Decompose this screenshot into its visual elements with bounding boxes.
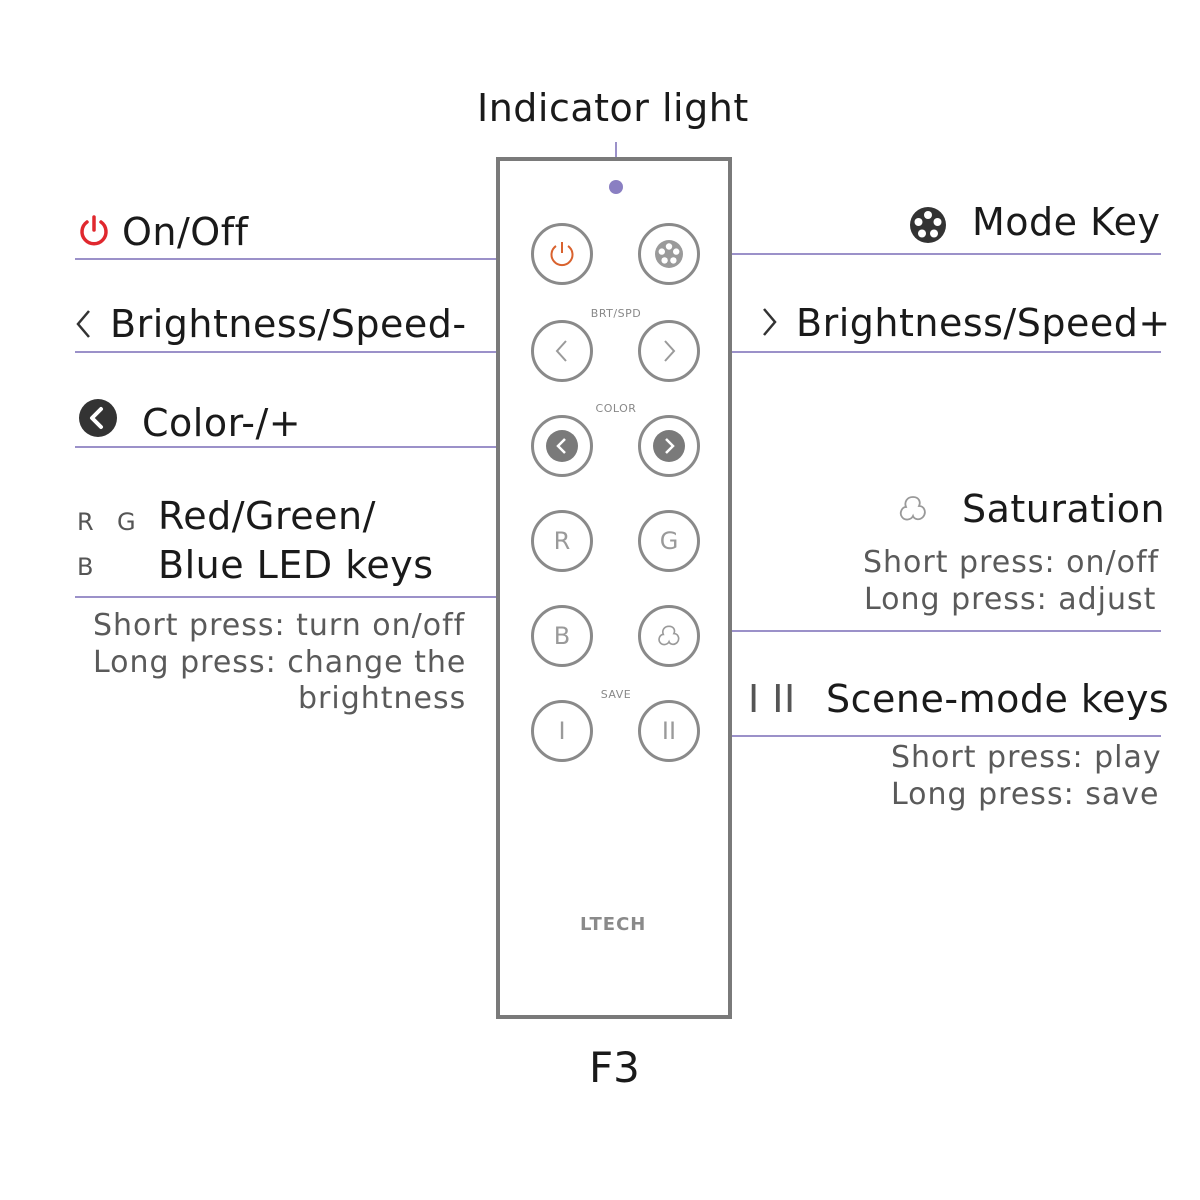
power-button-icon (550, 242, 574, 267)
scene-1-label: I (558, 717, 566, 745)
red-button[interactable]: R (531, 510, 593, 572)
color-left-icon (79, 399, 117, 437)
color-label: Color-/+ (142, 401, 302, 445)
brt-spd-label: BRT/SPD (590, 307, 642, 320)
scene-icons: I II (748, 677, 796, 721)
scene-2-label: II (661, 717, 677, 745)
saturation-note1: Short press: on/off (863, 545, 1160, 580)
indicator-dot-on-remote (609, 180, 623, 194)
saturation-button[interactable] (638, 605, 700, 667)
saturation-note2: Long press: adjust (864, 582, 1157, 617)
rgb-note-line2: Long press: change the (93, 645, 467, 680)
scene-1-button[interactable]: I (531, 700, 593, 762)
scene-note2: Long press: save (891, 777, 1160, 812)
chevron-right-small-icon (664, 340, 676, 362)
green-button-label: G (659, 527, 679, 555)
power-icon (80, 215, 108, 246)
chevron-left-small-icon (555, 340, 567, 362)
scene-label: Scene-mode keys (826, 677, 1170, 721)
color-plus-icon (653, 430, 685, 462)
mode-icon (910, 207, 946, 243)
red-button-label: R (553, 527, 571, 555)
scene-2-button[interactable]: II (638, 700, 700, 762)
color-small-label: COLOR (595, 402, 637, 415)
color-minus-button[interactable] (531, 415, 593, 477)
save-label: SAVE (600, 688, 632, 701)
remote-body (496, 157, 732, 1019)
rgb-letter-b: B (77, 553, 94, 581)
brightness-plus-button[interactable] (638, 320, 700, 382)
indicator-light-label: Indicator light (477, 86, 749, 130)
mode-leader (720, 253, 1161, 255)
rgb-title-line2: Blue LED keys (158, 543, 434, 587)
brightness-minus-label: Brightness/Speed- (110, 302, 467, 346)
chevron-right-icon (763, 308, 777, 336)
rgb-leader (75, 596, 509, 598)
mode-button-icon (655, 240, 683, 268)
chevron-left-icon (76, 310, 90, 338)
brightness-minus-button[interactable] (531, 320, 593, 382)
color-leader (75, 446, 511, 448)
color-minus-icon (546, 430, 578, 462)
power-button[interactable] (531, 223, 593, 285)
saturation-label: Saturation (962, 487, 1166, 531)
rgb-letter-g: G (117, 508, 136, 536)
color-plus-button[interactable] (638, 415, 700, 477)
blue-button-label: B (553, 622, 571, 650)
rgb-title-line1: Red/Green/ (158, 494, 376, 538)
brightness-plus-label: Brightness/Speed+ (796, 301, 1171, 345)
scene-leader (718, 735, 1161, 737)
rgb-letter-r: R (77, 508, 94, 536)
saturation-leader (716, 630, 1161, 632)
rgb-note-line1: Short press: turn on/off (93, 608, 466, 643)
saturation-button-icon (658, 625, 680, 646)
rgb-note-line3: brightness (298, 681, 467, 716)
blue-button[interactable]: B (531, 605, 593, 667)
brand-logo: LTECH (580, 914, 647, 935)
brightness-plus-leader (720, 351, 1161, 353)
green-button[interactable]: G (638, 510, 700, 572)
mode-label: Mode Key (972, 200, 1161, 244)
saturation-icon (899, 496, 926, 521)
model-label: F3 (589, 1043, 640, 1092)
onoff-leader (75, 258, 511, 260)
onoff-label: On/Off (122, 210, 249, 254)
scene-note1: Short press: play (891, 740, 1162, 775)
brightness-minus-leader (75, 351, 511, 353)
mode-button[interactable] (638, 223, 700, 285)
